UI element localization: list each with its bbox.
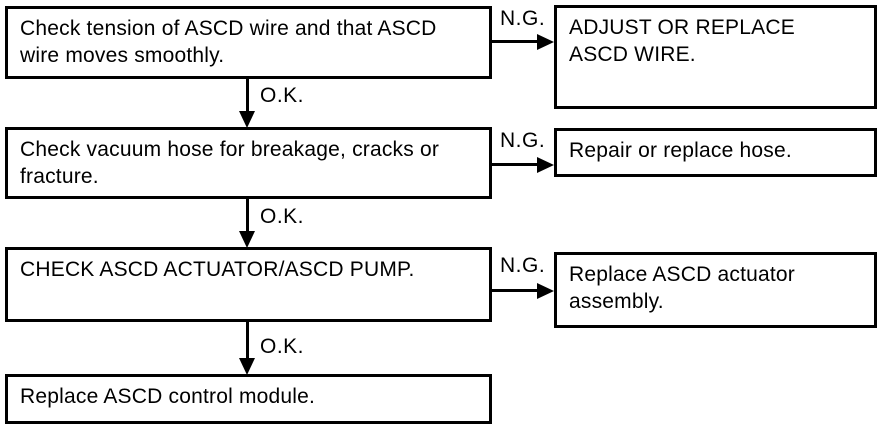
down-arrowhead-icon bbox=[239, 111, 255, 128]
ok-label-1: O.K. bbox=[260, 84, 305, 107]
ok-label-3: O.K. bbox=[260, 335, 305, 358]
flow-box-replace-actuator: Replace ASCD actuator assembly. bbox=[554, 252, 877, 328]
flow-box-text-line: wire moves smoothly. bbox=[20, 44, 225, 67]
ok-arrow-line-1 bbox=[246, 79, 249, 112]
down-arrowhead-icon bbox=[239, 231, 255, 248]
flow-box-text-line: CHECK ASCD ACTUATOR/ASCD PUMP. bbox=[20, 258, 415, 281]
flow-box-repair-replace-hose: Repair or replace hose. bbox=[554, 128, 877, 177]
flow-box-check-vacuum-hose: Check vacuum hose for breakage, cracks o… bbox=[5, 127, 492, 199]
ok-arrow-line-2 bbox=[246, 199, 249, 232]
flow-box-text-line: ADJUST OR REPLACE bbox=[569, 16, 795, 39]
ng-label-2: N.G. bbox=[500, 129, 546, 152]
ng-arrow-line-3 bbox=[492, 289, 538, 292]
ng-label-1: N.G. bbox=[500, 7, 546, 30]
ng-label-3: N.G. bbox=[500, 254, 546, 277]
flow-box-text-line: Repair or replace hose. bbox=[569, 139, 792, 162]
flow-box-check-wire-tension: Check tension of ASCD wire and that ASCD… bbox=[5, 6, 492, 79]
ng-arrow-line-2 bbox=[492, 163, 538, 166]
flow-box-text-line: assembly. bbox=[569, 290, 664, 313]
down-arrowhead-icon bbox=[239, 358, 255, 375]
flow-box-text-line: Check vacuum hose for breakage, cracks o… bbox=[20, 138, 440, 161]
ok-arrow-line-3 bbox=[246, 322, 249, 359]
right-arrowhead-icon bbox=[537, 157, 554, 173]
flow-box-check-actuator-pump: CHECK ASCD ACTUATOR/ASCD PUMP. bbox=[5, 247, 492, 322]
flow-box-adjust-replace-wire: ADJUST OR REPLACE ASCD WIRE. bbox=[554, 5, 877, 109]
flow-box-text-line: Replace ASCD actuator bbox=[569, 263, 795, 286]
flow-box-replace-control-module: Replace ASCD control module. bbox=[5, 374, 492, 424]
flow-box-text-line: ASCD WIRE. bbox=[569, 43, 696, 66]
flow-box-text-line: Replace ASCD control module. bbox=[20, 385, 316, 408]
right-arrowhead-icon bbox=[537, 283, 554, 299]
flow-box-text-line: fracture. bbox=[20, 165, 99, 188]
ng-arrow-line-1 bbox=[492, 40, 538, 43]
right-arrowhead-icon bbox=[537, 34, 554, 50]
ok-label-2: O.K. bbox=[260, 205, 305, 228]
flow-box-text-line: Check tension of ASCD wire and that ASCD bbox=[20, 17, 437, 40]
